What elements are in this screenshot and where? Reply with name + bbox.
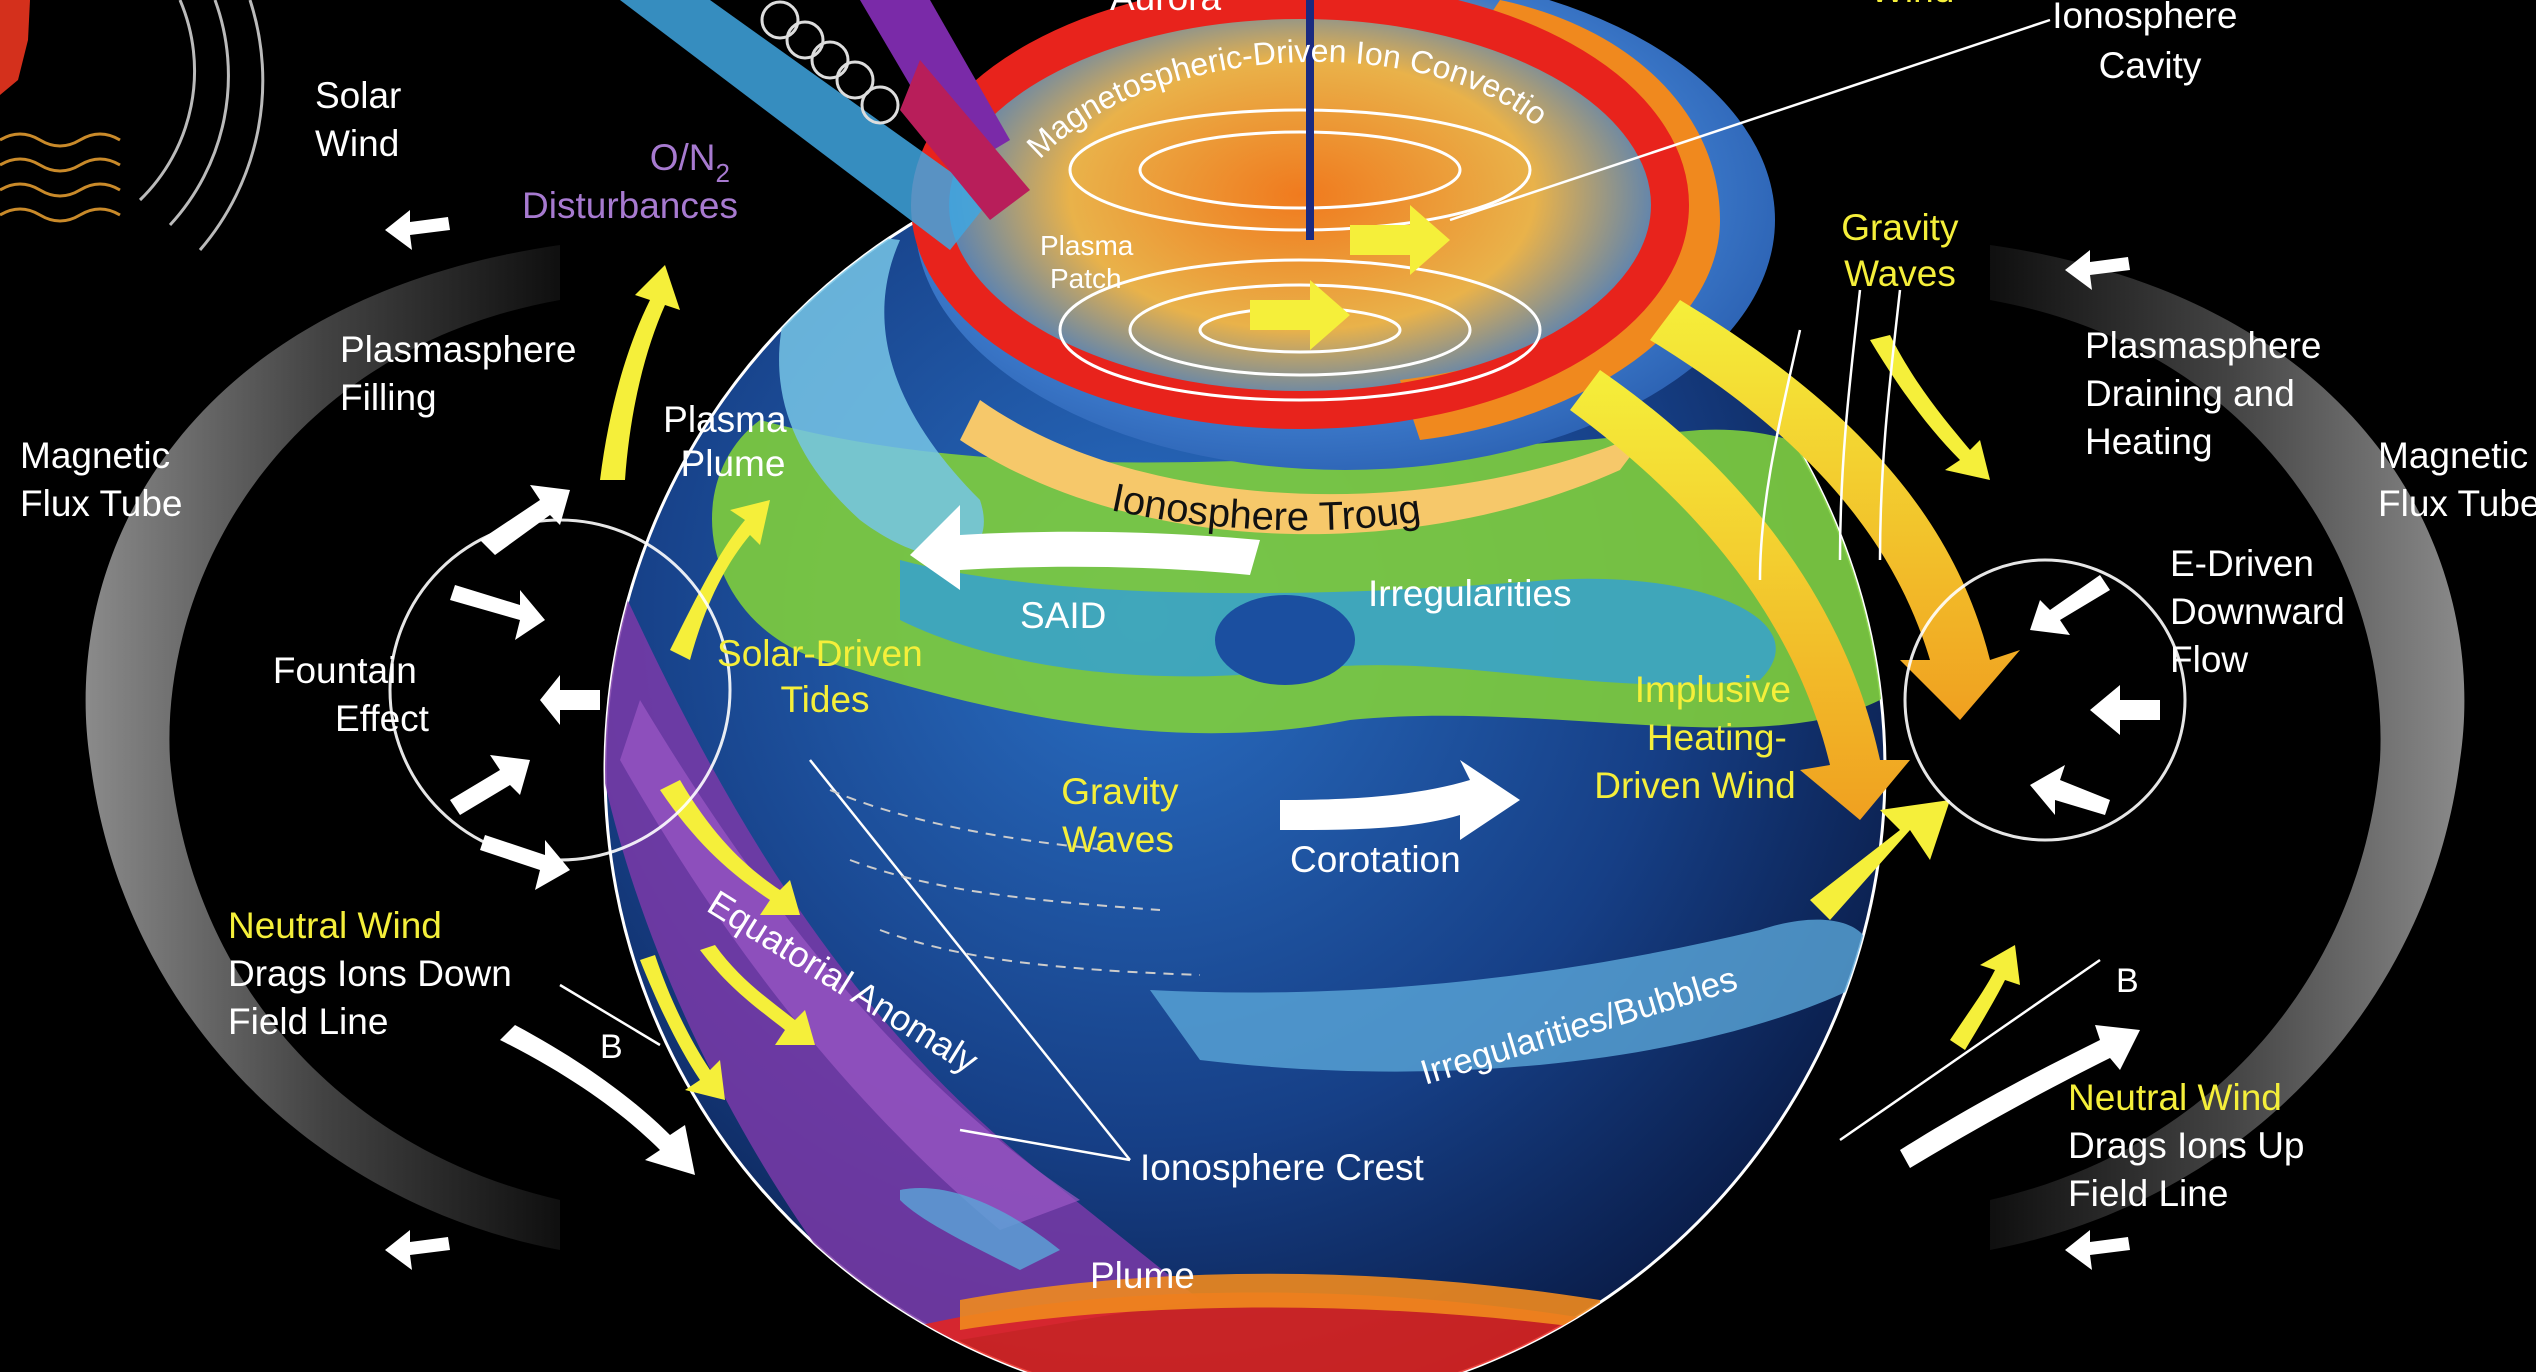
gravity-waves-lower-label: Gravity Waves bbox=[1061, 771, 1188, 860]
solar-wind-beam bbox=[620, 0, 990, 250]
ionosphere-crest-label: Ionosphere Crest bbox=[1140, 1147, 1425, 1188]
impulsive-heating-wind-label: Implusive Heating- Driven Wind bbox=[1594, 669, 1801, 806]
solar-driven-tides-label: Solar-Driven Tides bbox=[717, 633, 933, 720]
neutral-wind-up-label: Neutral Wind Drags Ions Up Field Line bbox=[2068, 1077, 2315, 1214]
corotation-label: Corotation bbox=[1290, 839, 1461, 880]
e-driven-flow-label: E-Driven Downward Flow bbox=[2170, 543, 2355, 680]
irregularities-bubbles-band bbox=[1150, 919, 1870, 1072]
plasmasphere-draining-label: Plasmasphere Draining and Heating bbox=[2085, 325, 2332, 462]
plasmasphere-filling-label: Plasmasphere Filling bbox=[340, 329, 587, 418]
plume-label: Plume bbox=[1090, 1255, 1195, 1296]
heating-wind-arrow bbox=[1650, 300, 2020, 720]
equatorial-anomaly-band bbox=[605, 540, 1200, 1350]
gravity-waves-upper-label: Gravity Waves bbox=[1841, 207, 1968, 294]
neutral-wind-down-label: Neutral Wind Drags Ions Down Field Line bbox=[228, 905, 522, 1042]
plasma-patch-label: Plasma Patch bbox=[1040, 230, 1141, 294]
said-arrow bbox=[910, 505, 1260, 590]
corotation-arrow bbox=[1280, 760, 1520, 840]
e-driven-arrows bbox=[1900, 250, 2160, 1270]
fountain-arrows bbox=[385, 210, 695, 1270]
magnetic-flux-tube-left bbox=[85, 245, 560, 1250]
on2-disturbances-label: O/N2 Disturbances bbox=[522, 137, 740, 226]
plasma-plume-label: Plasma Plume bbox=[663, 399, 797, 484]
ionosphere-cavity-label: Ionosphere Cavity bbox=[2052, 0, 2247, 86]
b-field-right-label: B bbox=[2116, 962, 2139, 1000]
magnetic-flux-tube-right-label: Magnetic Flux Tube bbox=[2378, 435, 2536, 524]
wind-top-label: Wind bbox=[1870, 0, 1954, 10]
fountain-effect-label: Fountain Effect bbox=[273, 650, 430, 739]
aurora-label: Aurora bbox=[1110, 0, 1221, 18]
spring-coil-icon bbox=[760, 0, 900, 125]
magnetic-flux-tube-left-label: Magnetic Flux Tube bbox=[20, 435, 182, 524]
said-label: SAID bbox=[1020, 595, 1106, 636]
magnetic-flux-tube-right bbox=[1990, 245, 2465, 1250]
solar-wind-label: Solar Wind bbox=[315, 75, 412, 164]
irregularities-label: Irregularities bbox=[1368, 573, 1572, 614]
plasma-plume bbox=[779, 230, 984, 557]
b-field-left-label: B bbox=[600, 1028, 623, 1066]
sun-icon bbox=[0, 0, 265, 251]
